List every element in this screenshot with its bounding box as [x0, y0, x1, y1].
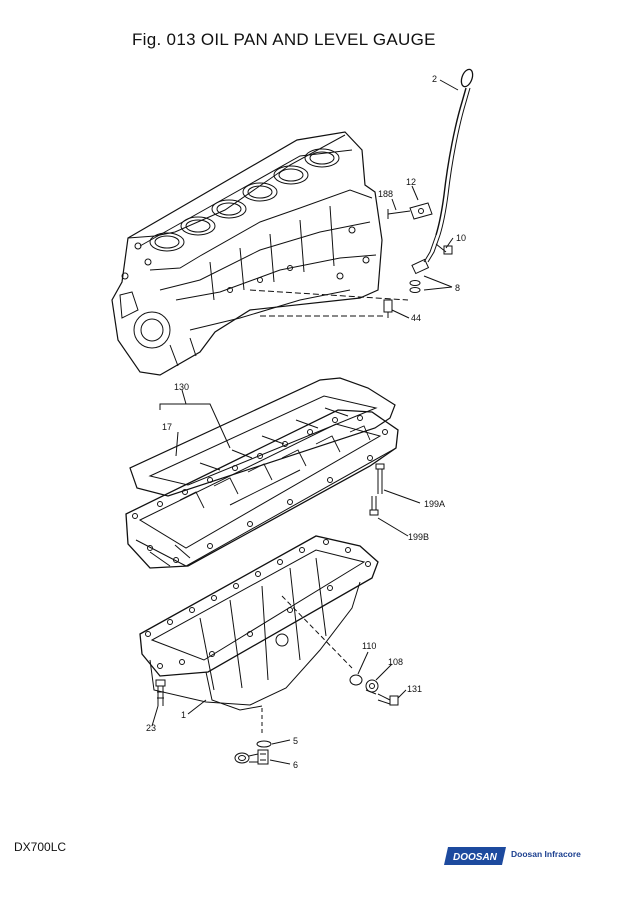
callout-188: 188	[378, 189, 393, 199]
oil-pan	[139, 535, 379, 711]
drain-valve-6	[234, 749, 269, 765]
bolt-199b	[369, 496, 379, 516]
oil-pan-gasket	[129, 377, 396, 497]
callout-12: 12	[406, 177, 416, 187]
callout-108: 108	[388, 657, 403, 667]
callout-1: 1	[181, 710, 186, 720]
seal-ring-110	[349, 674, 363, 686]
callout-130: 130	[174, 382, 189, 392]
logo-text: DOOSAN	[453, 852, 498, 863]
bolt-131	[377, 693, 399, 706]
callout-6: 6	[293, 760, 298, 770]
callout-110: 110	[362, 641, 376, 651]
bolt-23	[155, 679, 166, 706]
drain-plug-108	[365, 679, 379, 695]
callout-131: 131	[407, 684, 422, 694]
callout-10: 10	[456, 233, 466, 243]
callout-5: 5	[293, 736, 298, 746]
callout-44: 44	[411, 313, 421, 323]
bolt-199a	[375, 463, 385, 494]
company-name: Doosan Infracore	[511, 849, 581, 859]
oil-level-gauge	[435, 68, 474, 236]
callout-17: 17	[162, 422, 172, 432]
oil-pan-frame	[125, 409, 399, 569]
callout-8: 8	[455, 283, 460, 293]
gauge-guide-tube	[383, 202, 453, 318]
callout-199b: 199B	[408, 532, 429, 542]
engine-block	[111, 131, 409, 376]
page-title: Fig. 013 OIL PAN AND LEVEL GAUGE	[132, 30, 436, 49]
callout-23: 23	[146, 723, 156, 733]
callout-199a: 199A	[424, 499, 445, 509]
model-label: DX700LC	[14, 840, 67, 854]
washer-5	[256, 740, 272, 748]
callout-2: 2	[432, 74, 437, 84]
doosan-logo: DOOSAN	[444, 847, 506, 865]
